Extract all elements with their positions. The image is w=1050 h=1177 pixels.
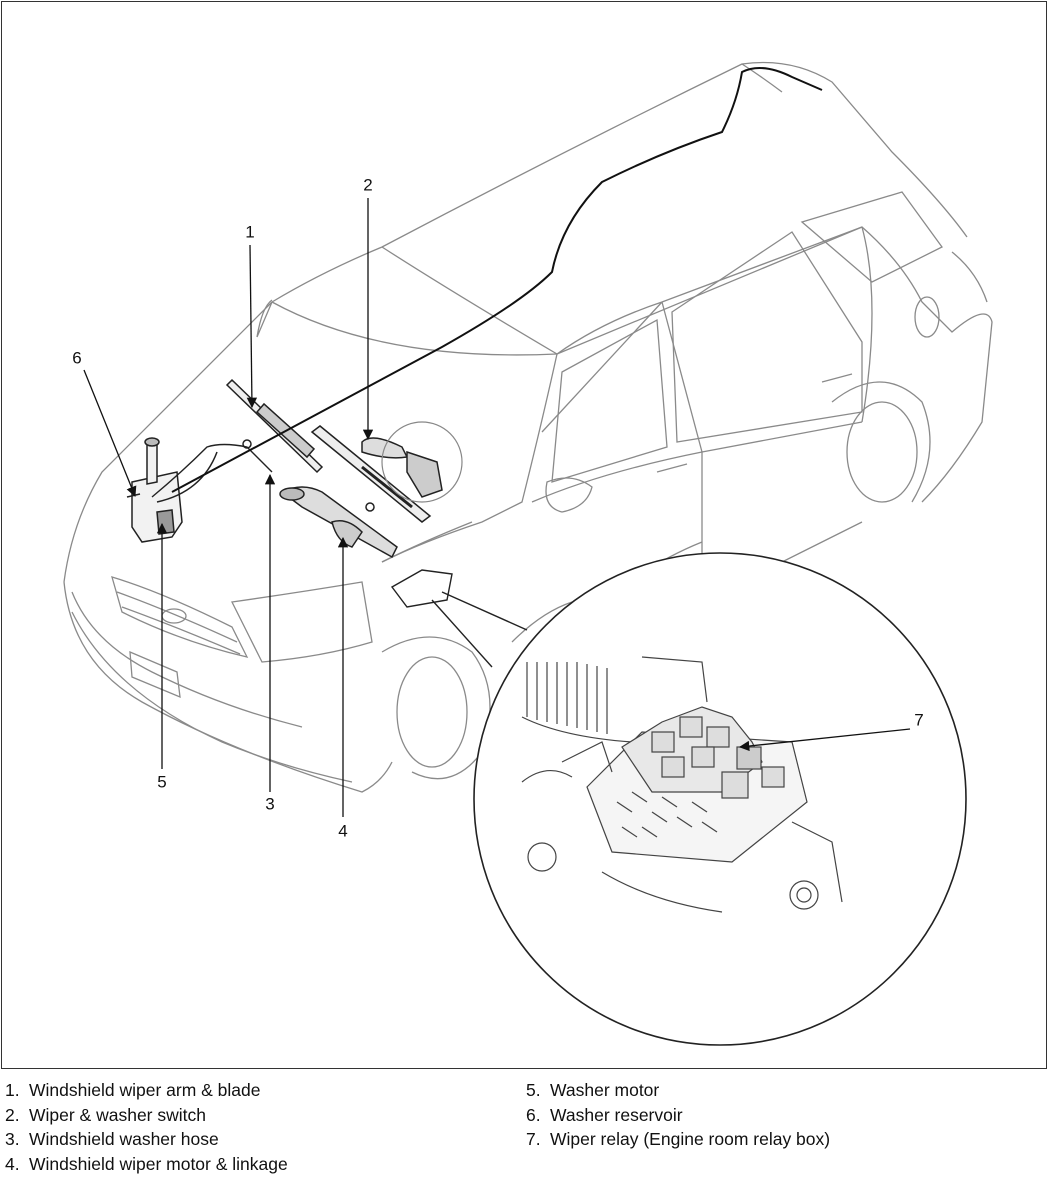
leader-6 [83, 369, 137, 497]
wiper-components [126, 378, 463, 559]
zoom-leader-upper [441, 591, 528, 631]
legend-item: 7.Wiper relay (Engine room relay box) [526, 1129, 831, 1149]
legend-item: 2.Wiper & washer switch [5, 1104, 206, 1125]
callout-2: 2 [363, 175, 373, 195]
legend-column-left: 1.Windshield wiper arm & blade 2.Wiper &… [5, 1078, 288, 1176]
zoom-leader-lower [431, 599, 493, 668]
callout-1: 1 [245, 222, 255, 242]
callout-3: 3 [265, 794, 275, 814]
wiper-system-diagram [63, 61, 993, 1046]
legend-item: 5.Washer motor [526, 1080, 660, 1100]
wiring-harness [171, 67, 823, 493]
magnified-detail [473, 552, 967, 1046]
legend-item: 6.Washer reservoir [526, 1104, 683, 1125]
callout-7: 7 [914, 710, 924, 730]
legend-item: 1.Windshield wiper arm & blade [5, 1080, 261, 1100]
car-body-outline [63, 61, 993, 793]
callout-4: 4 [338, 821, 348, 841]
leader-1 [246, 244, 258, 409]
relay-box-cutout [390, 569, 453, 608]
parts-legend: 1.Windshield wiper arm & blade 2.Wiper &… [0, 1072, 1050, 1177]
legend-item: 3.Windshield washer hose [5, 1129, 219, 1149]
leader-7 [738, 728, 911, 752]
callout-5: 5 [157, 772, 167, 792]
callout-6: 6 [72, 348, 82, 368]
leader-lines [83, 198, 911, 817]
legend-item: 4.Windshield wiper motor & linkage [5, 1153, 288, 1174]
legend-column-right: 5.Washer motor 6.Washer reservoir 7.Wipe… [526, 1078, 830, 1152]
diagram-frame: 1 2 3 4 5 6 7 [1, 1, 1047, 1069]
